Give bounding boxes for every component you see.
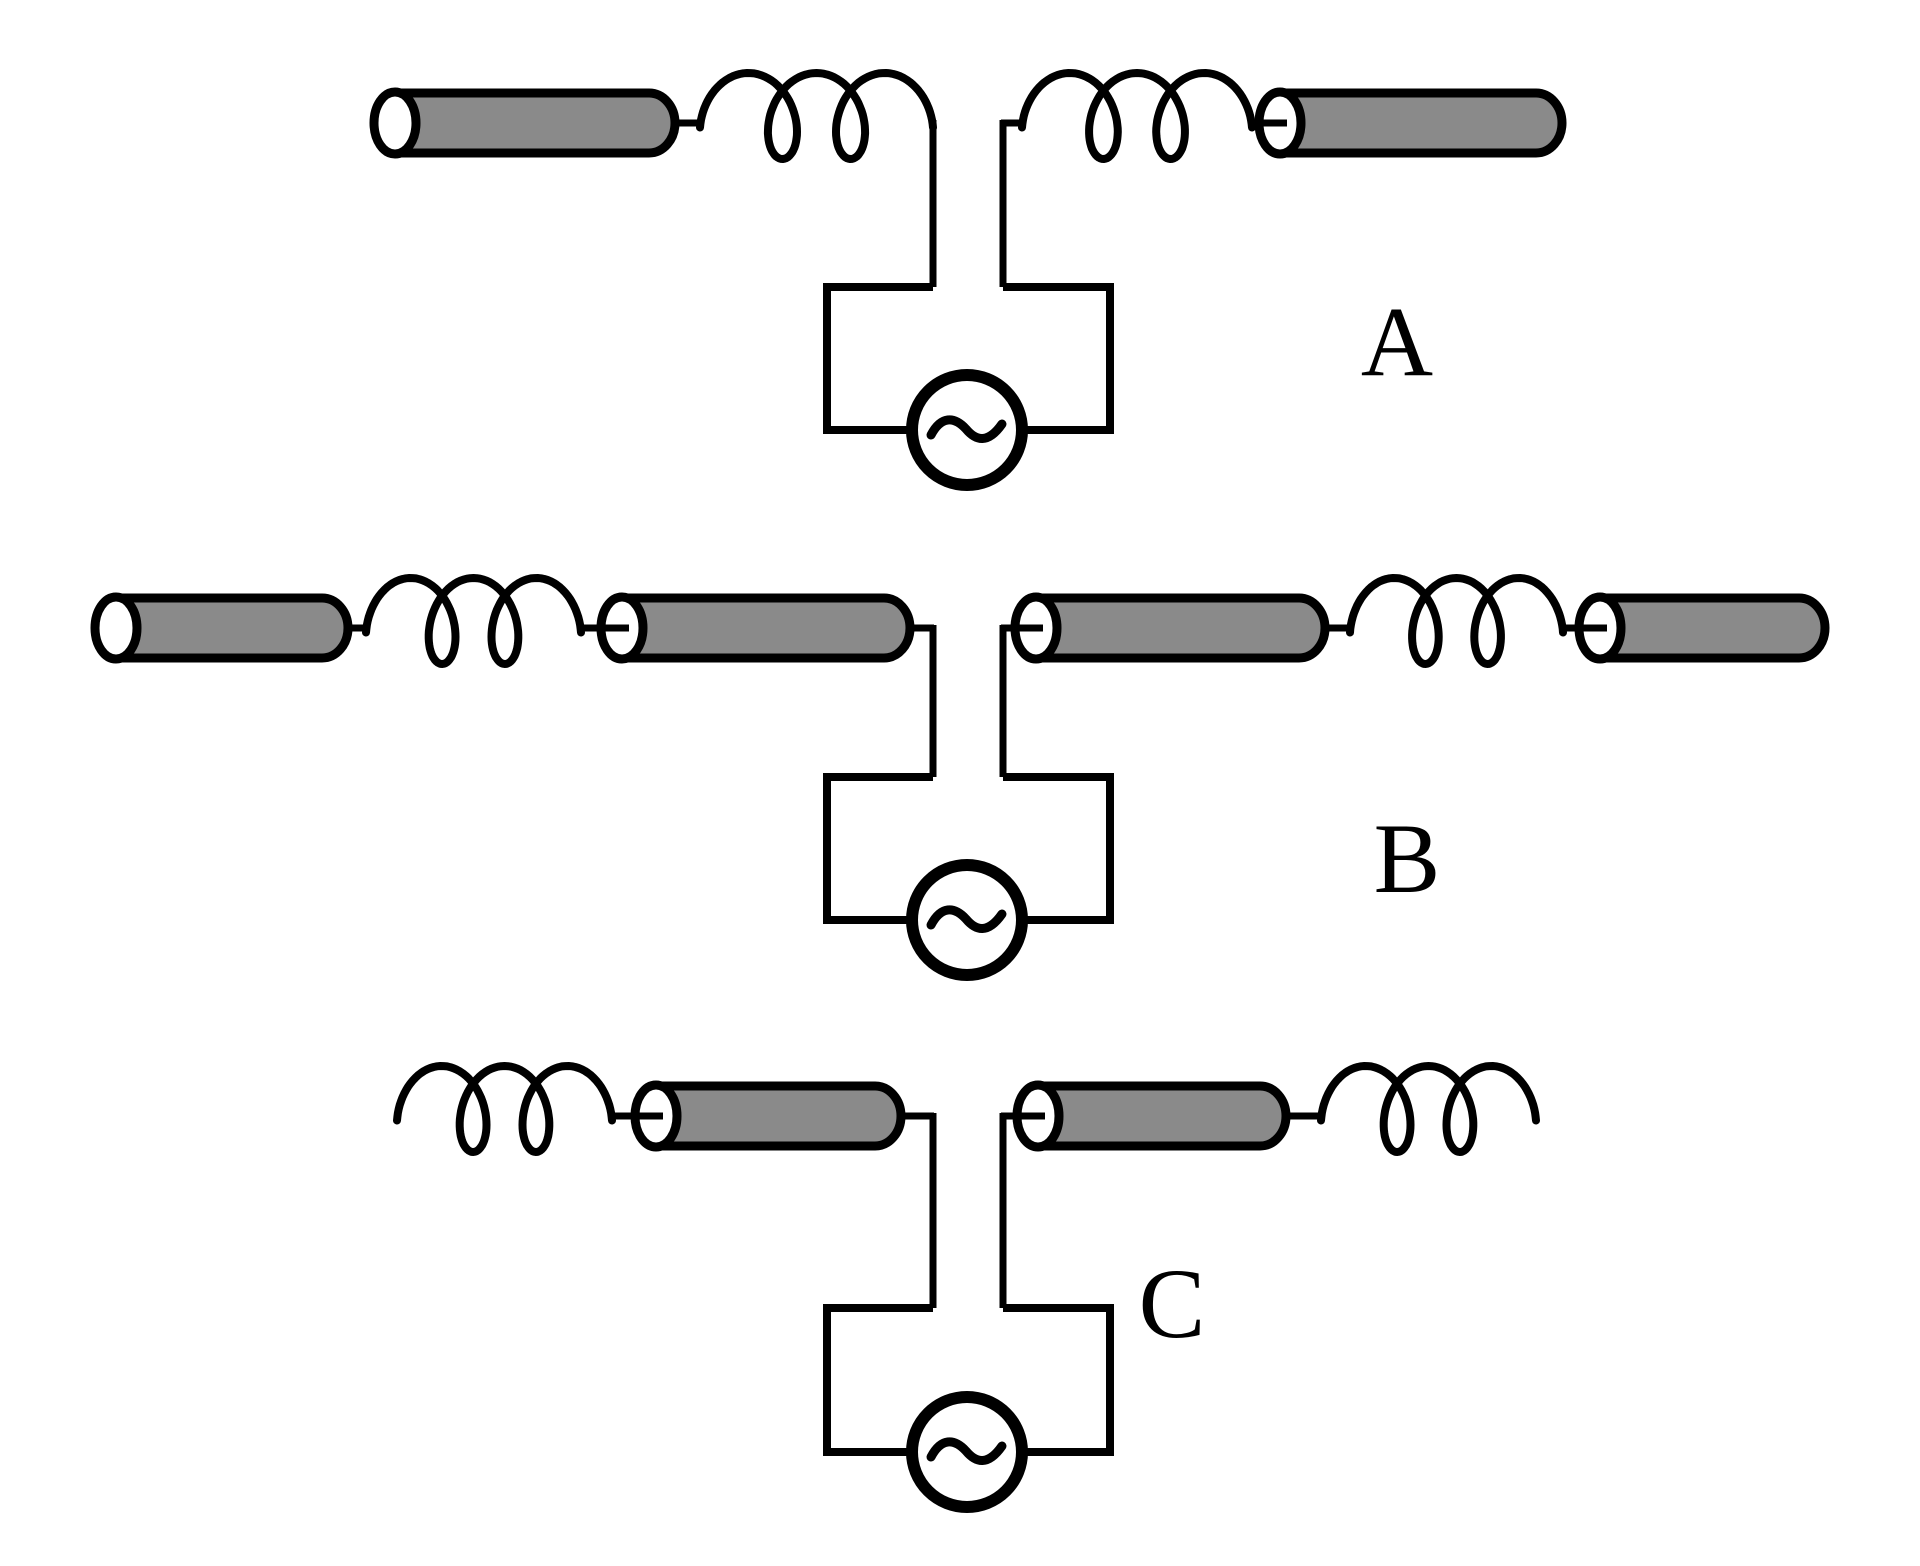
antenna-element [1595,593,1830,663]
tube-end-opening [90,592,142,664]
sine-wave-icon [926,415,1007,443]
feed-circuit-wire [823,773,1114,924]
tube-end-opening [369,87,421,159]
antenna-element [617,593,915,663]
label-b: B [1374,803,1441,914]
antenna-element [390,88,680,158]
sine-wave-icon [926,1437,1007,1465]
loading-coil [1346,574,1567,668]
feed-line [929,1113,1007,1308]
feed-line [929,625,1007,777]
label-a: A [1361,286,1433,397]
loading-coil [362,574,585,668]
antenna-element [651,1081,906,1151]
diagram-b: B [90,574,1830,981]
loading-coil [1317,1062,1540,1156]
loading-coil [393,1062,616,1156]
label-c: C [1139,1248,1206,1359]
antenna-element [111,593,353,663]
feed-circuit-wire [823,283,1114,434]
diagram-a: A [369,69,1567,491]
antenna-element [1031,593,1330,663]
antenna-element [1275,88,1567,158]
feed-line [929,120,1007,287]
diagram-c: C [393,1062,1540,1513]
loading-coil [1018,69,1256,163]
feed-circuit-wire [823,1304,1114,1456]
antenna-element [1033,1081,1291,1151]
sine-wave-icon [926,905,1007,933]
loading-coil [696,69,937,163]
